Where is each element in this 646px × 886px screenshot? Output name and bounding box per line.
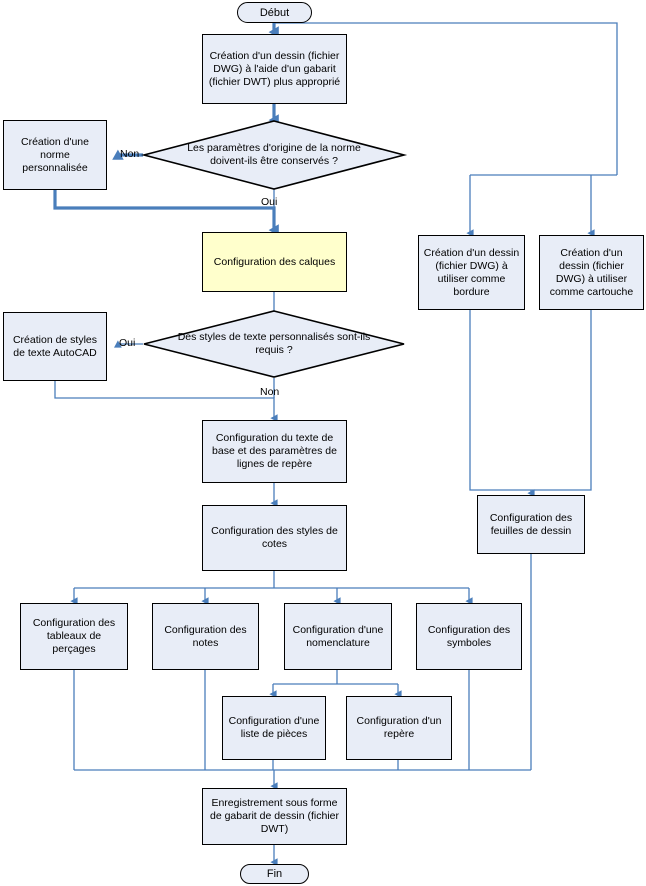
node-dimension-styles[interactable]: Configuration des styles de cotes (202, 505, 347, 571)
node-decision-text-styles[interactable]: Des styles de texte personnalisés sont-i… (143, 310, 405, 378)
edge-label-standard-non: Non (120, 148, 140, 160)
node-bom-config[interactable]: Configuration d'une nomenclature (284, 603, 392, 670)
node-sheets-config[interactable]: Configuration des feuilles de dessin (477, 495, 585, 554)
node-parts-list[interactable]: Configuration d'une liste de pièces (222, 696, 326, 760)
node-decision-standard[interactable]: Les paramètres d'origine de la norme doi… (140, 120, 408, 190)
node-custom-standard-label: Création d'une norme personnalisée (21, 135, 89, 174)
node-end-label: Fin (266, 868, 283, 880)
node-symbols-config[interactable]: Configuration des symboles (416, 603, 522, 670)
node-autocad-text-styles[interactable]: Création de styles de texte AutoCAD (3, 312, 107, 381)
node-decision-standard-label: Les paramètres d'origine de la norme doi… (187, 142, 361, 167)
node-hole-tables-label: Configuration des tableaux de perçages (32, 617, 116, 655)
node-base-text-config-label: Configuration du texte de base et des pa… (212, 432, 337, 470)
edge-label-standard-oui: Oui (261, 196, 278, 208)
node-create-drawing-label: Création d'un dessin (fichier DWG) à l'a… (208, 49, 341, 88)
node-border-drawing[interactable]: Création d'un dessin (fichier DWG) à uti… (418, 235, 525, 310)
node-layers-config-label: Configuration des calques (213, 255, 336, 268)
node-end[interactable]: Fin (240, 864, 309, 884)
node-create-drawing[interactable]: Création d'un dessin (fichier DWG) à l'a… (202, 34, 347, 104)
node-decision-text-styles-label: Des styles de texte personnalisés sont-i… (177, 331, 371, 356)
node-custom-standard[interactable]: Création d'une norme personnalisée (3, 120, 107, 190)
node-start[interactable]: Début (237, 2, 312, 23)
node-dimension-styles-label: Configuration des styles de cotes (211, 525, 338, 550)
node-notes-config[interactable]: Configuration des notes (152, 603, 259, 670)
node-symbols-config-label: Configuration des symboles (427, 623, 511, 649)
node-border-drawing-label: Création d'un dessin (fichier DWG) à uti… (423, 246, 520, 298)
node-save-template-label: Enregistrement sous forme de gabarit de … (210, 797, 339, 835)
node-balloon-config[interactable]: Configuration d'un repère (346, 696, 452, 760)
node-hole-tables[interactable]: Configuration des tableaux de perçages (20, 603, 128, 670)
node-start-label: Début (259, 6, 290, 19)
node-notes-config-label: Configuration des notes (164, 623, 247, 649)
node-balloon-config-label: Configuration d'un repère (356, 715, 442, 740)
edge-label-text-styles-non: Non (260, 386, 280, 398)
node-parts-list-label: Configuration d'une liste de pièces (228, 715, 320, 740)
node-save-template[interactable]: Enregistrement sous forme de gabarit de … (202, 788, 347, 845)
node-autocad-text-styles-label: Création de styles de texte AutoCAD (12, 333, 98, 359)
node-title-block-drawing-label: Création d'un dessin (fichier DWG) à uti… (549, 246, 634, 298)
node-layers-config[interactable]: Configuration des calques (202, 232, 347, 292)
node-title-block-drawing[interactable]: Création d'un dessin (fichier DWG) à uti… (539, 235, 644, 310)
node-base-text-config[interactable]: Configuration du texte de base et des pa… (202, 420, 347, 483)
edge-label-text-styles-oui: Oui (119, 337, 136, 349)
node-sheets-config-label: Configuration des feuilles de dessin (489, 511, 573, 537)
node-bom-config-label: Configuration d'une nomenclature (292, 623, 384, 649)
